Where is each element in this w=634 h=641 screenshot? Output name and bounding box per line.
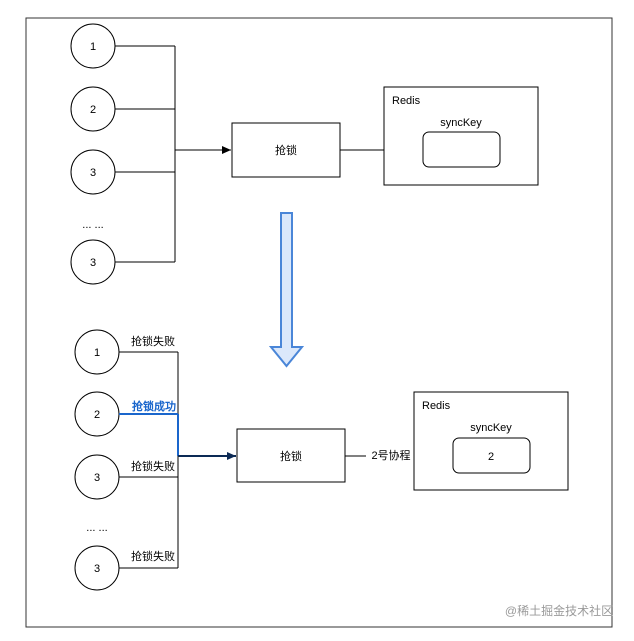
top-node-1: 1: [70, 23, 116, 69]
top-node-2: 2: [70, 86, 116, 132]
node-4-status-label: 抢锁失败: [131, 549, 175, 563]
top-ellipsis: ... ...: [82, 219, 103, 231]
bottom-node-2-label: 2: [94, 409, 100, 421]
bottom-node-3: 3: [74, 454, 120, 500]
top-connectors: [115, 45, 231, 263]
top-lock-label: 抢锁: [275, 143, 297, 157]
bottom-ellipsis: ... ...: [86, 522, 107, 534]
arrow-label-bg: [366, 447, 416, 463]
bottom-synckey-slot: [452, 437, 531, 474]
node-3-status-label: 抢锁失败: [131, 459, 175, 473]
bottom-node-1: 1: [74, 329, 120, 375]
bottom-node-4: 3: [74, 545, 120, 591]
top-synckey-label: syncKey: [440, 117, 482, 129]
bottom-node-1-label: 1: [94, 347, 100, 359]
success-path: [119, 413, 179, 456]
node-1-status-label: 抢锁失败: [131, 334, 175, 348]
top-node-4-label: 3: [90, 257, 96, 269]
bottom-redis-box: Redis syncKey 2: [413, 391, 569, 491]
node-2-status-label: 抢锁成功: [132, 399, 176, 413]
top-redis-box: Redis syncKey: [383, 86, 539, 186]
coroutine-2-label: 2号协程: [371, 448, 410, 462]
top-node-3-label: 3: [90, 167, 96, 179]
bottom-node-2: 2: [74, 391, 120, 437]
bottom-node-3-label: 3: [94, 472, 100, 484]
bottom-lock-box: 抢锁: [236, 428, 346, 483]
top-node-2-label: 2: [90, 104, 96, 116]
bottom-synckey-label: syncKey: [470, 422, 512, 434]
bottom-synckey-value: 2: [488, 451, 494, 463]
footer-watermark: @稀土掘金技术社区: [505, 603, 613, 618]
bottom-connectors: [119, 351, 179, 569]
top-section: 1 2 3 ... ... 3 抢锁: [70, 23, 539, 285]
bottom-node-4-label: 3: [94, 563, 100, 575]
top-synckey-slot: [422, 131, 501, 168]
bottom-section: 1 2 3 ... ... 3 抢锁失败 抢锁成功 抢锁失败 抢锁失败: [74, 329, 569, 591]
top-redis-label: Redis: [392, 95, 421, 107]
bottom-redis-label: Redis: [422, 400, 451, 412]
top-node-1-label: 1: [90, 41, 96, 53]
transition-down-arrow: [268, 212, 305, 368]
top-node-3: 3: [70, 149, 116, 195]
top-lock-box: 抢锁: [231, 122, 341, 178]
top-node-4: 3: [70, 239, 116, 285]
bottom-lock-label: 抢锁: [280, 449, 302, 463]
